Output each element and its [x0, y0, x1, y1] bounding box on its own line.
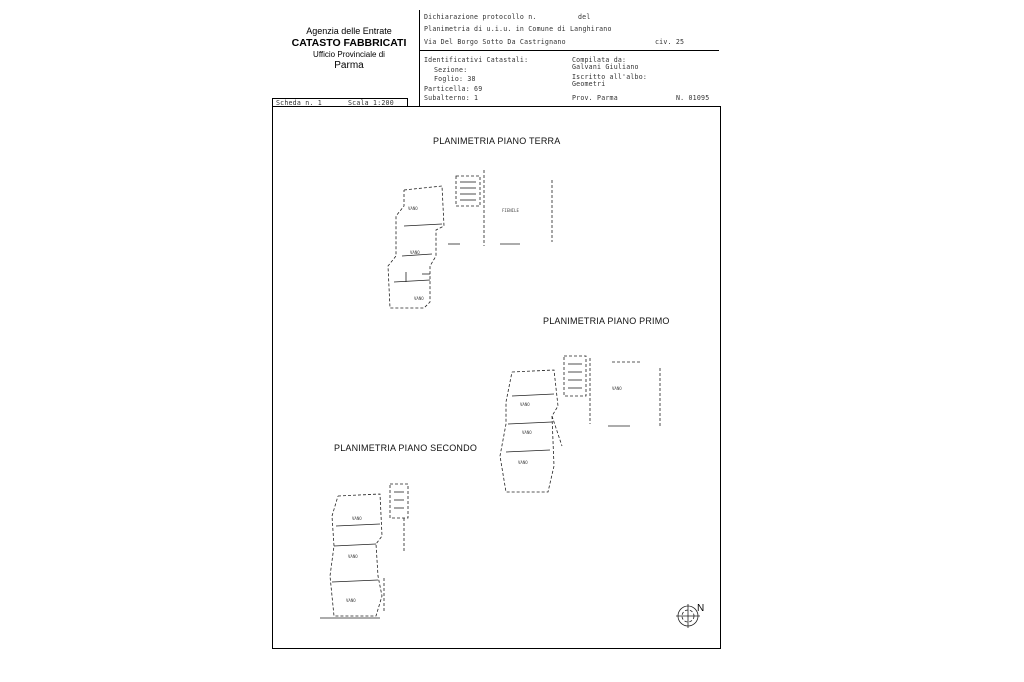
ground-floor-plan: VANO FIENILE VANO VANO: [387, 170, 553, 309]
svg-text:VANO: VANO: [518, 460, 528, 465]
registration-number: N. 01095: [676, 94, 710, 102]
sezione: Sezione:: [434, 66, 468, 74]
protocol-date-label: del: [578, 13, 591, 21]
compiled-by-label: Compilata da:: [572, 56, 627, 64]
sheet-number: Scheda n. 1: [276, 99, 322, 107]
ground-floor-title: PLANIMETRIA PIANO TERRA: [433, 136, 561, 146]
compass-rose: [676, 604, 700, 628]
svg-text:VANO: VANO: [410, 250, 420, 255]
svg-text:VANO: VANO: [408, 206, 418, 211]
north-indicator: N: [697, 603, 705, 614]
info-box-divider: [419, 50, 719, 51]
sheet-scale: Scala 1:200: [348, 99, 394, 107]
first-floor-title: PLANIMETRIA PIANO PRIMO: [543, 316, 670, 326]
second-floor-plan: VANO VANO VANO: [320, 483, 409, 619]
registry-label: Iscritto all'albo:: [572, 73, 648, 81]
registry-value: Geometri: [572, 80, 606, 88]
office-label: Ufficio Provinciale di: [313, 50, 385, 60]
address: Via Del Borgo Sotto Da Castrignano: [424, 38, 566, 46]
first-floor-plan: VANO VANO VANO VANO: [499, 355, 661, 493]
floor-plans-drawing: VANO FIENILE VANO VANO VANO VANO VANO VA…: [320, 170, 700, 628]
particella: Particella: 69: [424, 85, 483, 93]
svg-text:VANO: VANO: [612, 386, 622, 391]
civic-number: civ. 25: [655, 38, 685, 46]
info-box-border: [419, 10, 420, 106]
catasto-title: CATASTO FABBRICATI: [291, 37, 407, 50]
svg-text:VANO: VANO: [352, 516, 362, 521]
identifiers-title: Identificativi Catastali:: [424, 56, 529, 64]
protocol-label: Dichiarazione protocollo n.: [424, 13, 537, 21]
svg-text:VANO: VANO: [520, 402, 530, 407]
province: Prov. Parma: [572, 94, 618, 102]
foglio: Foglio: 38: [434, 75, 476, 83]
second-floor-title: PLANIMETRIA PIANO SECONDO: [334, 443, 478, 453]
svg-text:VANO: VANO: [414, 296, 424, 301]
agency-header: Agenzia delle Entrate CATASTO FABBRICATI…: [284, 26, 414, 73]
svg-text:VANO: VANO: [346, 598, 356, 603]
compiled-by-name: Galvani Giuliano: [572, 63, 639, 71]
svg-text:VANO: VANO: [522, 430, 532, 435]
agency-name: Agenzia delle Entrate: [306, 26, 392, 36]
svg-text:FIENILE: FIENILE: [502, 208, 519, 213]
subalterno: Subalterno: 1: [424, 94, 479, 102]
office-city: Parma: [334, 60, 364, 72]
sheet-tab: [272, 98, 408, 107]
svg-text:VANO: VANO: [348, 554, 358, 559]
plan-sheet: [272, 106, 721, 649]
plan-municipality: Planimetria di u.i.u. in Comune di Langh…: [424, 25, 612, 33]
